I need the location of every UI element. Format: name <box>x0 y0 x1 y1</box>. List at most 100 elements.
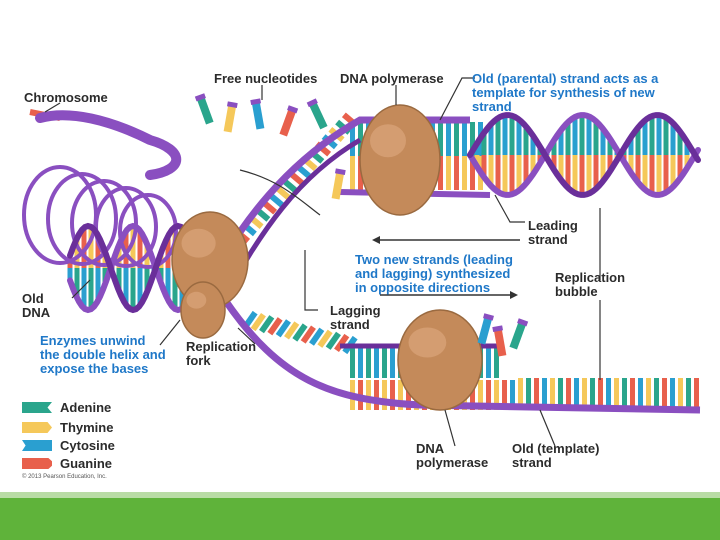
template-base <box>614 378 619 410</box>
chromosome-coil-loop <box>46 172 118 266</box>
new-base-pair <box>350 156 355 190</box>
new-base-pair <box>462 122 467 156</box>
label-lagging-strand: Lagging strand <box>330 303 381 332</box>
base-pair-rung <box>116 268 122 291</box>
base-pair-rung <box>165 236 171 268</box>
exposed-base <box>275 319 291 338</box>
base-pair-rung <box>684 155 690 169</box>
base-pair-rung <box>495 118 501 155</box>
template-base <box>582 378 587 410</box>
base-pair-rung <box>95 235 101 268</box>
base-pair-rung <box>586 155 592 194</box>
nucleotide-phosphate <box>492 325 504 333</box>
template-base <box>678 378 683 410</box>
template-base <box>526 378 531 410</box>
new-base-pair <box>446 156 451 190</box>
adenine-swatch-icon <box>22 402 52 413</box>
base-pair-rung <box>642 120 648 155</box>
base-pair-rung <box>565 155 571 188</box>
base-pair-rung <box>663 155 669 193</box>
template-base <box>606 378 611 410</box>
base-pair-rung <box>81 268 87 309</box>
leader-line <box>71 279 91 299</box>
leader-line <box>304 250 318 311</box>
new-base-pair <box>470 156 475 190</box>
label-chromosome: Chromosome <box>24 90 108 105</box>
nucleotide-phosphate <box>483 313 494 321</box>
template-base <box>374 380 379 410</box>
label-replication-bubble: Replication bubble <box>555 270 626 299</box>
template-base <box>686 378 691 410</box>
base-pair-rung <box>635 155 641 183</box>
exposed-base <box>284 321 300 340</box>
parental-helix-strand-a <box>467 112 701 198</box>
base-pair-rung <box>600 128 606 155</box>
base-pair-rung <box>607 155 613 172</box>
copyright-notice: © 2013 Pearson Education, Inc. <box>22 474 107 480</box>
base-pair-rung <box>684 141 690 155</box>
base-pair-rung <box>600 155 606 182</box>
exposed-base <box>334 333 350 353</box>
dna-polymerase-bottom-enzyme-highlight <box>408 327 447 358</box>
base-pair-rung <box>516 155 522 191</box>
base-pair-rung <box>628 137 634 155</box>
base-pair-rung <box>116 245 122 268</box>
base-pair-rung <box>88 268 94 310</box>
lagging-base <box>486 348 491 378</box>
new-base-pair <box>446 122 451 156</box>
base-pair-rung <box>530 155 536 175</box>
template-base <box>406 380 411 410</box>
new-base-pair <box>438 156 443 190</box>
arrowhead-right-icon <box>510 291 518 299</box>
new-base-pair <box>462 156 467 190</box>
helicase-lower-lobe <box>180 281 226 339</box>
nucleotide-phosphate <box>306 98 318 108</box>
base-pair-rung <box>516 119 522 155</box>
template-base <box>398 380 403 410</box>
template-base <box>478 380 483 410</box>
exposed-base <box>300 325 316 344</box>
base-pair-rung <box>628 155 634 173</box>
template-base <box>390 380 395 410</box>
template-base <box>646 378 651 410</box>
base-pair-rung <box>130 268 136 310</box>
footer-stripe <box>0 492 720 498</box>
base-pair-rung <box>656 115 662 155</box>
chromosome-coil-loop <box>118 193 178 269</box>
base-pair-rung <box>502 115 508 155</box>
new-base-pair <box>470 122 475 156</box>
leader-line <box>159 319 181 346</box>
base-pair-rung <box>677 155 683 179</box>
exposed-base <box>325 331 341 350</box>
lagging-base <box>366 348 371 378</box>
template-base <box>670 378 675 410</box>
template-base <box>382 380 387 410</box>
base-pair-rung <box>523 126 529 155</box>
label-replication-fork: Replication fork <box>186 339 257 368</box>
template-base <box>574 378 579 410</box>
new-base-pair <box>438 122 443 156</box>
base-pair-rung <box>579 115 585 155</box>
base-pair-rung <box>558 130 564 155</box>
base-pair-rung <box>656 155 662 195</box>
template-base <box>534 378 539 410</box>
new-base-pair <box>358 122 363 156</box>
dna-polymerase-bottom-enzyme <box>397 309 483 411</box>
dna-polymerase-top-enzyme <box>359 104 441 216</box>
free-nucleotide-icon <box>477 315 493 345</box>
new-base-pair <box>454 156 459 190</box>
free-nucleotide-icon <box>279 107 297 137</box>
base-pair-rung <box>95 268 101 301</box>
free-nucleotide-icon <box>509 320 527 350</box>
base-pair-rung <box>74 238 80 268</box>
template-base <box>510 380 515 410</box>
base-pair-rung <box>565 122 571 155</box>
lagging-base <box>382 348 387 378</box>
base-pair-rung <box>137 230 143 268</box>
base-pair-rung <box>642 155 648 190</box>
lagging-base <box>494 348 499 378</box>
label-dna-polymerase-top: DNA polymerase <box>340 71 444 86</box>
base-pair-rung <box>488 155 494 186</box>
chromosome-coil-loop <box>94 186 158 268</box>
